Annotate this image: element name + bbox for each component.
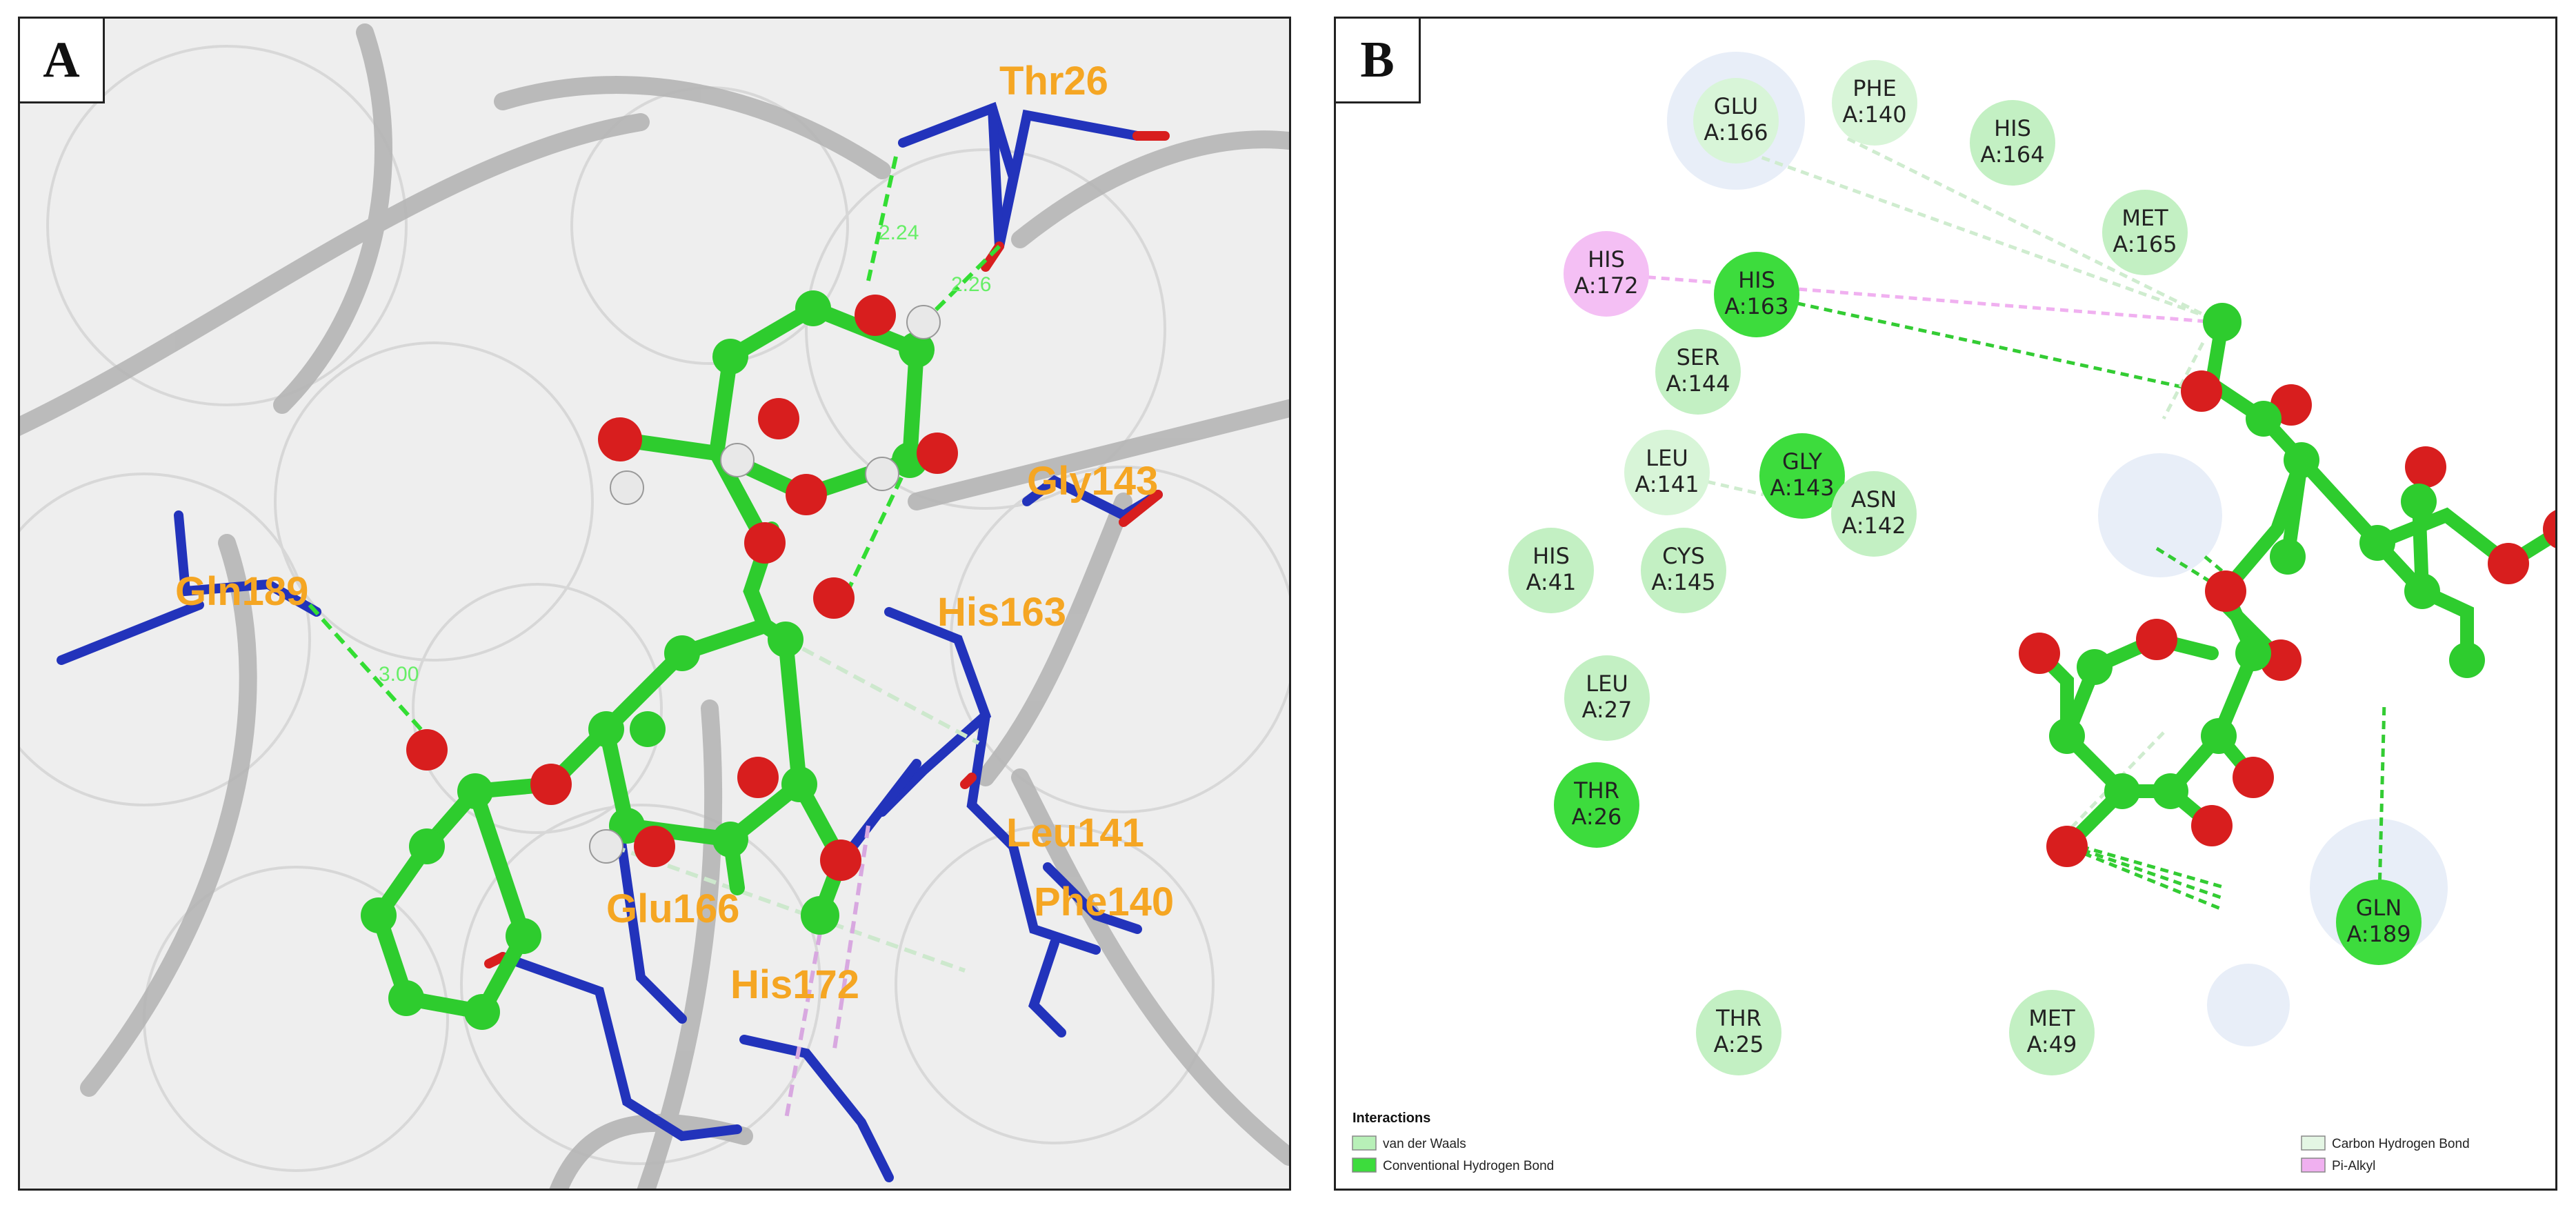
residue-name: MET xyxy=(2028,1005,2075,1031)
residue-label: Glu166 xyxy=(606,886,739,931)
residue-label: Phe140 xyxy=(1034,880,1174,924)
residue-name: HIS xyxy=(1738,267,1775,293)
panel-b-label: B xyxy=(1336,19,1421,103)
residue-id: A:140 xyxy=(1842,101,1906,128)
residue-id: A:145 xyxy=(1651,569,1715,595)
residue-id: A:142 xyxy=(1841,513,1906,539)
residue-name: ASN xyxy=(1851,486,1897,513)
residue-name: CYS xyxy=(1662,543,1705,569)
residue-id: A:164 xyxy=(1980,141,2044,168)
residue-id: A:165 xyxy=(2113,231,2177,257)
panel-a-label: A xyxy=(20,19,105,103)
residue-name: HIS xyxy=(1994,115,2031,141)
residue-name: THR xyxy=(1715,1005,1761,1031)
distance-label: 2.26 xyxy=(951,273,991,296)
residue-name: HIS xyxy=(1532,543,1570,569)
residue-name: MET xyxy=(2121,205,2168,231)
legend-swatch-carbon-hbond xyxy=(2301,1135,2326,1151)
residue-id: A:172 xyxy=(1574,272,1638,299)
distance-label: 3.00 xyxy=(379,663,419,686)
residue-id: A:27 xyxy=(1582,697,1633,723)
solvent-halos xyxy=(1667,52,2448,1046)
ligand-2d-atoms xyxy=(2019,303,2555,867)
residue-label: Leu141 xyxy=(1006,811,1144,855)
ligand-atoms xyxy=(361,290,958,1030)
residue-id: A:143 xyxy=(1770,475,1834,501)
residue-name: LEU xyxy=(1646,445,1688,471)
panel-a-svg: 2.24 2.26 3.00 Thr26 Gly143 Gln189 His16… xyxy=(20,23,1289,1189)
legend-title: Interactions xyxy=(1352,1111,1430,1126)
residue-label: Gln189 xyxy=(175,569,308,614)
panel-a-3d-view: 2.24 2.26 3.00 Thr26 Gly143 Gln189 His16… xyxy=(18,17,1291,1191)
residue-name: HIS xyxy=(1588,246,1625,272)
protein-oxygen-ends xyxy=(484,131,1170,968)
legend-swatch-vdw xyxy=(1352,1135,1377,1151)
residue-label: Thr26 xyxy=(999,59,1108,103)
legend-swatch-pi-alkyl xyxy=(2301,1158,2326,1173)
legend-item: Carbon Hydrogen Bond xyxy=(2332,1137,2470,1151)
residue-id: A:41 xyxy=(1526,569,1577,595)
residue-name: GLN xyxy=(2356,895,2402,921)
residue-id: A:25 xyxy=(1714,1031,1764,1057)
protein-ribbons xyxy=(20,23,1289,1189)
legend-item: Pi-Alkyl xyxy=(2332,1159,2375,1173)
interaction-dashes xyxy=(308,156,1001,1123)
residue-label: Gly143 xyxy=(1027,459,1158,504)
residue-id: A:189 xyxy=(2346,921,2410,947)
residue-name: GLY xyxy=(1782,448,1822,475)
residue-id: A:26 xyxy=(1572,804,1622,830)
residue-id: A:166 xyxy=(1704,119,1768,146)
residue-name: SER xyxy=(1677,344,1720,370)
residue-id: A:49 xyxy=(2027,1031,2077,1057)
residue-id: A:144 xyxy=(1666,370,1730,397)
legend-swatch-hbond xyxy=(1352,1158,1377,1173)
residue-name: GLU xyxy=(1714,93,1758,119)
residue-name: LEU xyxy=(1586,670,1628,697)
protein-sticks xyxy=(57,101,1163,1182)
distance-labels: 2.24 2.26 3.00 xyxy=(379,221,991,686)
residue-label: His163 xyxy=(937,590,1066,635)
residue-id: A:141 xyxy=(1635,471,1699,497)
distance-label: 2.24 xyxy=(879,221,919,244)
residue-name: THR xyxy=(1573,777,1619,804)
residue-name: PHE xyxy=(1853,75,1897,101)
interaction-legend: Interactions van der Waals Conventional … xyxy=(1352,1111,2470,1173)
legend-item: van der Waals xyxy=(1383,1137,1466,1151)
residue-label: His172 xyxy=(730,962,859,1007)
legend-item: Conventional Hydrogen Bond xyxy=(1383,1159,1554,1173)
residue-id: A:163 xyxy=(1724,293,1788,319)
residue-labels-3d: Thr26 Gly143 Gln189 His163 Leu141 Phe140… xyxy=(175,59,1174,1007)
